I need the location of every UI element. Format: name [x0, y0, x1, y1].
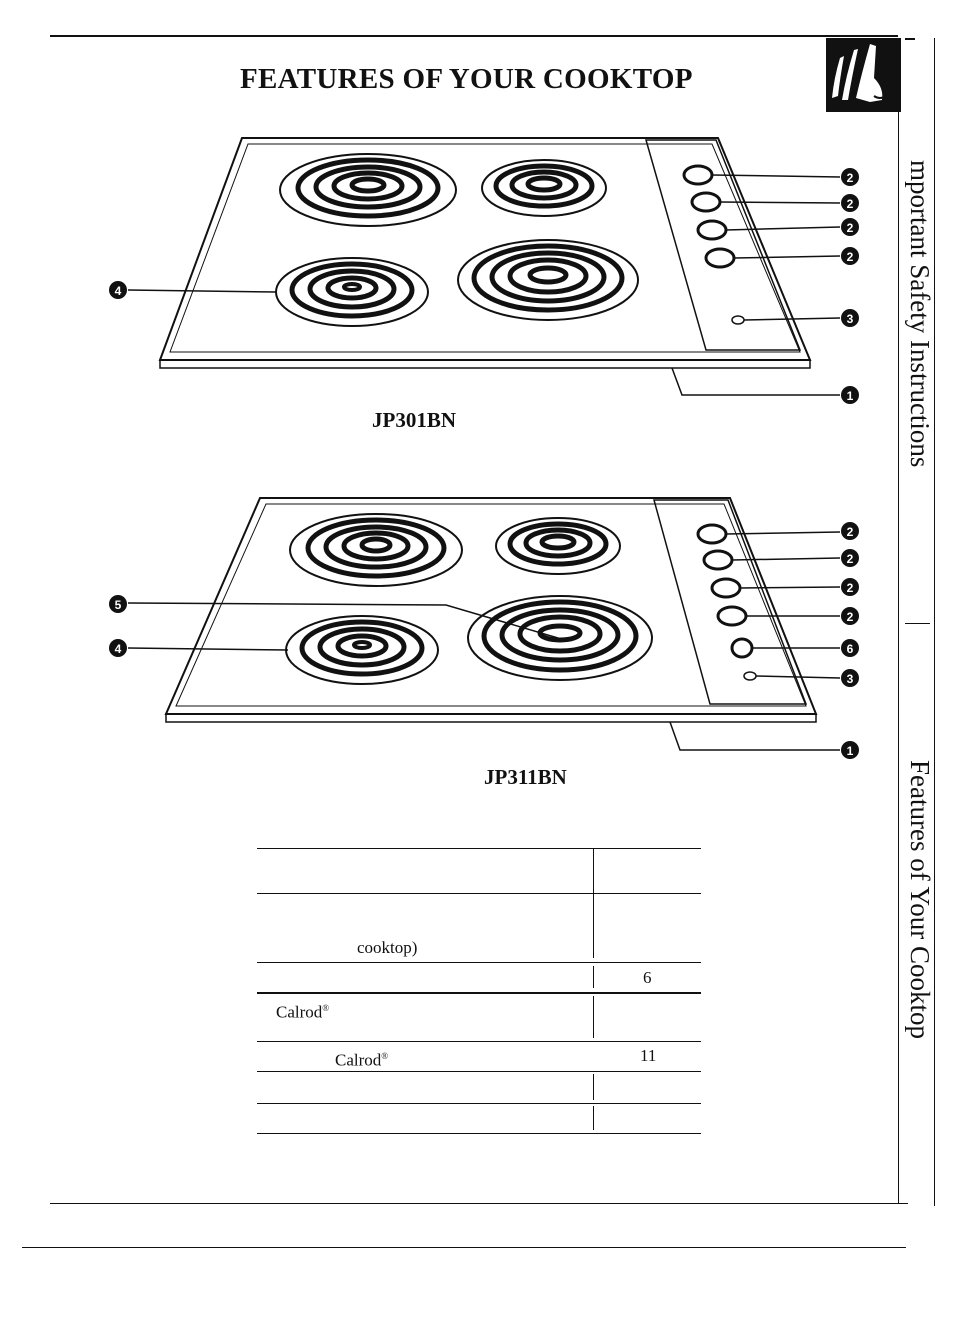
callout-badge-2a: 2 [841, 522, 859, 540]
footer-rule [22, 1247, 906, 1248]
callout-badge-4: 4 [109, 639, 127, 657]
table-rule [257, 992, 701, 994]
burner-back-right [481, 159, 607, 217]
callouts-figure-2: 2 2 2 2 6 3 1 5 4 [109, 522, 859, 759]
svg-text:5: 5 [115, 598, 122, 612]
table-cell: 6 [643, 968, 652, 987]
table-cell: 11 [640, 1046, 657, 1065]
callout-badge-2d: 2 [841, 247, 859, 265]
table-column-divider [593, 966, 594, 988]
table-rule [257, 893, 701, 894]
svg-text:4: 4 [115, 642, 122, 656]
table-cell-text: Calrod [335, 1050, 382, 1070]
page-title: FEATURES OF YOUR COOKTOP [240, 63, 693, 95]
callout-badge-2b: 2 [841, 549, 859, 567]
svg-text:2: 2 [847, 525, 854, 539]
cooktop-diagram-jp311bn [127, 497, 841, 751]
burner-back-left [279, 153, 457, 227]
table-cell: cooktop) [357, 938, 418, 957]
svg-text:6: 6 [847, 642, 854, 656]
svg-text:1: 1 [847, 389, 854, 403]
control-knobs [682, 164, 745, 325]
top-rule-mark [905, 38, 915, 40]
cooktop-body [158, 137, 812, 369]
table-column-divider [593, 1074, 594, 1100]
registered-mark: ® [322, 1003, 330, 1013]
callout-badge-2c: 2 [841, 578, 859, 596]
table-column-divider [593, 848, 594, 958]
table-rule [257, 848, 701, 849]
svg-text:3: 3 [847, 312, 854, 326]
callout-badge-2b: 2 [841, 194, 859, 212]
hand-icon [826, 38, 901, 112]
burner-front-right [467, 595, 653, 681]
top-rule [50, 35, 898, 37]
right-edge-rule [934, 38, 935, 1206]
side-tab-safety[interactable]: mportant Safety Instructions [905, 160, 935, 468]
table-cell: Calrod® [276, 998, 329, 1023]
svg-text:1: 1 [847, 744, 854, 758]
model-label-2: JP311BN [484, 765, 567, 789]
callout-badge-4: 4 [109, 281, 127, 299]
callout-leaders [127, 174, 841, 396]
burner-back-right [495, 517, 621, 575]
svg-text:3: 3 [847, 672, 854, 686]
table-cell-text: Calrod [276, 1002, 323, 1022]
callout-badge-6: 6 [841, 639, 859, 657]
cooktop-diagram-jp301bn [127, 137, 841, 396]
callout-badge-2a: 2 [841, 168, 859, 186]
table-rule [257, 962, 701, 963]
svg-text:2: 2 [847, 610, 854, 624]
table-rule [257, 1041, 701, 1042]
svg-text:2: 2 [847, 581, 854, 595]
svg-text:2: 2 [847, 171, 854, 185]
cooktop-body [164, 497, 818, 723]
callout-badge-1: 1 [841, 741, 859, 759]
table-column-divider [593, 996, 594, 1038]
callout-badge-5: 5 [109, 595, 127, 613]
callout-badge-2d: 2 [841, 607, 859, 625]
table-cell: Calrod® [335, 1046, 388, 1071]
svg-text:2: 2 [847, 197, 854, 211]
bottom-rule [50, 1203, 908, 1204]
burner-front-right [457, 239, 639, 321]
table-column-divider [593, 1106, 594, 1130]
callout-badge-3: 3 [841, 669, 859, 687]
table-rule [257, 1071, 701, 1072]
callout-badge-1: 1 [841, 386, 859, 404]
svg-text:2: 2 [847, 221, 854, 235]
svg-text:2: 2 [847, 250, 854, 264]
svg-text:4: 4 [115, 284, 122, 298]
table-rule [257, 1103, 701, 1104]
callout-leaders [127, 531, 841, 751]
table-rule [257, 1133, 701, 1134]
model-label-1: JP301BN [372, 408, 456, 432]
svg-text:2: 2 [847, 552, 854, 566]
side-tab-divider [905, 623, 930, 624]
side-tab-features[interactable]: Features of Your Cooktop [905, 760, 935, 1040]
right-margin-rule [898, 108, 899, 1203]
burner-back-left [289, 513, 463, 587]
callouts-figure-1: 2 2 2 2 3 1 4 [109, 168, 859, 404]
callout-badge-3: 3 [841, 309, 859, 327]
registered-mark: ® [381, 1051, 389, 1061]
callout-badge-2c: 2 [841, 218, 859, 236]
